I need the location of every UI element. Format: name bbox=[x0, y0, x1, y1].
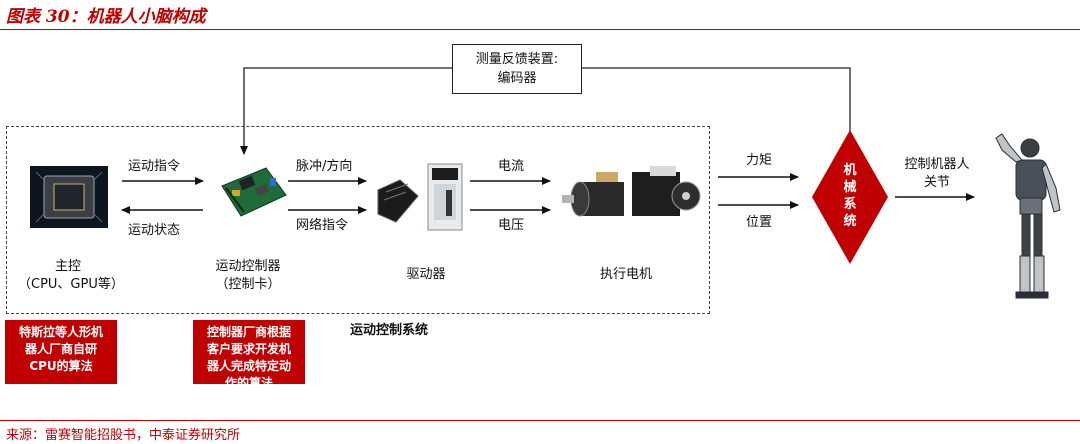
encoder-label: 编码器 bbox=[497, 71, 537, 86]
mechanical-system-diamond bbox=[812, 130, 888, 264]
note-left-line2: 器人厂商自研 bbox=[24, 342, 97, 356]
network-command-label: 网络指令 bbox=[296, 218, 349, 233]
driver-label: 驱动器 bbox=[406, 267, 446, 282]
note-middle-line3: 器人完成特定动 bbox=[206, 359, 291, 373]
main-control-subtitle: （CPU、GPU等） bbox=[18, 277, 124, 292]
robot-joint-line2: 关节 bbox=[923, 175, 950, 190]
main-control-title: 主控 bbox=[54, 259, 81, 274]
voltage-label: 电压 bbox=[498, 218, 525, 233]
actuator-label: 执行电机 bbox=[599, 267, 652, 282]
motor-image-1 bbox=[562, 172, 624, 217]
humanoid-robot-image bbox=[995, 133, 1061, 299]
mechanical-char-3: 系 bbox=[843, 197, 857, 212]
source-note: 来源：雷赛智能招股书，中泰证券研究所 bbox=[6, 428, 241, 443]
motion-control-system-label: 运动控制系统 bbox=[350, 323, 429, 338]
page-title: 图表 30：机器人小脑构成 bbox=[6, 7, 206, 27]
vendor-algorithm-note: 特斯拉等人形机 器人厂商自研 CPU的算法 bbox=[5, 320, 117, 384]
robot-joint-line1: 控制机器人 bbox=[904, 157, 970, 172]
driver-image-1 bbox=[377, 179, 419, 223]
motion-command-label: 运动指令 bbox=[128, 159, 181, 174]
mechanical-char-2: 械 bbox=[843, 180, 857, 195]
motion-controller-title: 运动控制器 bbox=[215, 259, 281, 274]
pulse-direction-label: 脉冲/方向 bbox=[296, 159, 353, 174]
position-label: 位置 bbox=[746, 215, 773, 230]
motion-controller-subtitle: （控制卡） bbox=[215, 277, 281, 292]
mechanical-system-label: 机 械 系 统 bbox=[842, 162, 858, 230]
motor-image-2 bbox=[632, 166, 701, 216]
source-divider bbox=[0, 420, 1080, 421]
motion-control-system-frame bbox=[6, 126, 710, 314]
note-left-line3: CPU的算法 bbox=[29, 359, 93, 373]
controller-algorithm-note: 控制器厂商根据 客户要求开发机 器人完成特定动 作的算法 bbox=[193, 320, 305, 390]
motion-controller-label: 运动控制器 （控制卡） bbox=[200, 258, 296, 294]
note-middle-line1: 控制器厂商根据 bbox=[206, 325, 291, 339]
motion-state-label: 运动状态 bbox=[128, 223, 181, 238]
controller-card-image bbox=[221, 167, 287, 217]
feedback-loop-line bbox=[240, 67, 851, 155]
main-control-label: 主控 （CPU、GPU等） bbox=[18, 258, 124, 294]
note-left-line1: 特斯拉等人形机 bbox=[18, 325, 103, 339]
note-middle-line2: 客户要求开发机 bbox=[206, 342, 291, 356]
current-label: 电流 bbox=[498, 159, 525, 174]
note-middle-line4: 作的算法 bbox=[224, 376, 273, 390]
mechanical-char-1: 机 bbox=[843, 163, 857, 178]
driver-image-2 bbox=[427, 163, 463, 231]
cpu-chip-image bbox=[30, 166, 108, 228]
feedback-device-label: 测量反馈装置: bbox=[475, 52, 559, 67]
torque-label: 力矩 bbox=[746, 153, 773, 168]
title-divider bbox=[0, 29, 1080, 30]
robot-joint-label: 控制机器人 关节 bbox=[898, 156, 976, 192]
feedback-device-box: 测量反馈装置: 编码器 bbox=[452, 44, 582, 94]
mechanical-char-4: 统 bbox=[843, 214, 857, 229]
